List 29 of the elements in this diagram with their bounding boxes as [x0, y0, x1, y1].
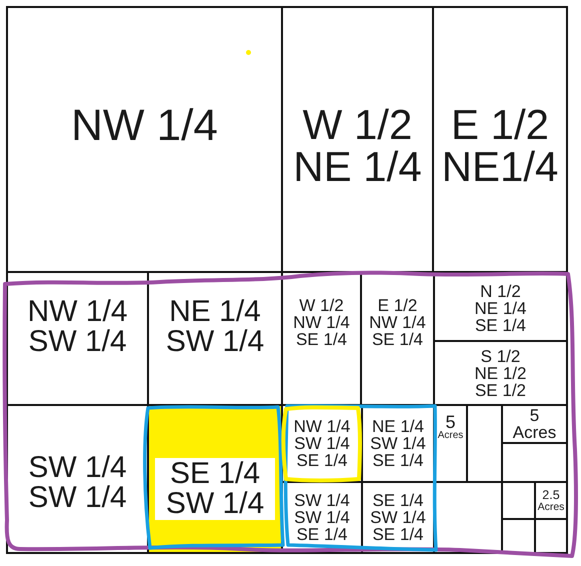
- parcel-cell: [6, 404, 149, 554]
- parcel-label: W 1/2 NW 1/4 SE 1/4: [292, 297, 350, 348]
- parcel-label: W 1/2 NE 1/4: [292, 104, 423, 188]
- parcel-label: Acres: [438, 431, 464, 441]
- parcel-label: NW 1/4: [71, 104, 218, 148]
- parcel-label: SE 1/4 SW 1/4 SE 1/4: [369, 492, 427, 543]
- parcel-label: Acres: [538, 502, 564, 512]
- parcel-label: SW 1/4 SW 1/4: [27, 453, 128, 513]
- parcel-label: S 1/2 NE 1/2 SE 1/2: [474, 348, 528, 398]
- parcel-cell: [432, 6, 568, 273]
- parcel-label: SE 1/4 SW 1/4: [155, 458, 275, 520]
- parcel-label: Acres: [512, 424, 556, 441]
- parcel-label: 5: [530, 407, 540, 424]
- parcel-label: E 1/2 NE1/4: [440, 104, 560, 188]
- parcel-cell: [534, 518, 568, 554]
- parcel-cell: [466, 404, 503, 483]
- parcel-label: NE 1/4 SW 1/4 SE 1/4: [369, 418, 427, 469]
- parcel-label: 5: [445, 413, 456, 431]
- parcel-label: 2.5: [542, 489, 560, 502]
- parcel-label: NW 1/4 SW 1/4 SE 1/4: [293, 418, 351, 469]
- parcel-label: E 1/2 NW 1/4 SE 1/4: [368, 297, 426, 348]
- parcel-label: NE 1/4 SW 1/4: [164, 296, 266, 356]
- parcel-label: NW 1/4 SW 1/4: [26, 296, 129, 356]
- parcel-cell: [501, 442, 568, 483]
- parcel-cell: [501, 481, 536, 520]
- parcel-cell: [6, 6, 283, 273]
- parcel-label: SW 1/4 SW 1/4 SE 1/4: [293, 492, 351, 543]
- parcel-label: N 1/2 NE 1/4 SE 1/4: [474, 283, 528, 334]
- parcel-cell: [501, 404, 568, 444]
